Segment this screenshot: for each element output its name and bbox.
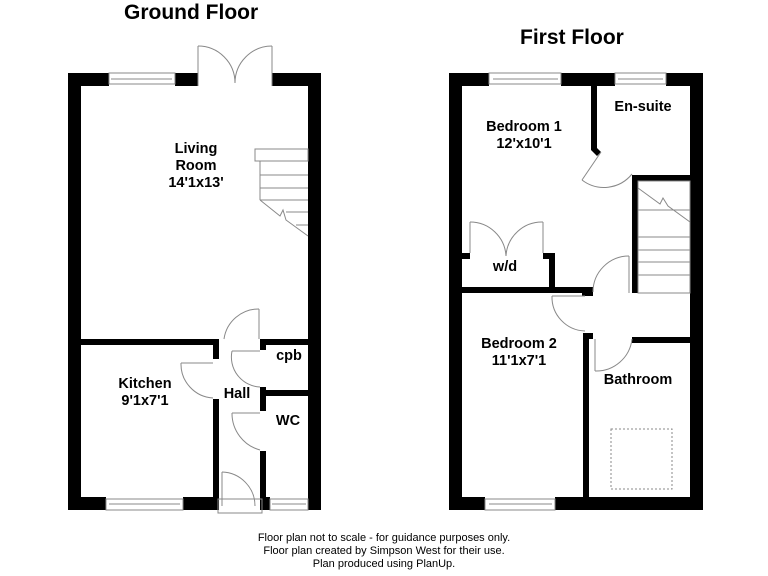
room-kitchen: Kitchen 9'1x7'1 <box>118 376 171 410</box>
room-name: cpb <box>276 348 302 364</box>
room-cpb: cpb <box>276 348 302 365</box>
room-size: 14'1x13' <box>168 175 224 191</box>
room-wc: WC <box>276 413 300 430</box>
room-wardrobe: w/d <box>493 259 517 276</box>
disclaimer-line-1: Floor plan not to scale - for guidance p… <box>257 532 511 544</box>
room-name: Bathroom <box>603 372 673 388</box>
room-bedroom-2: Bedroom 2 11'1x7'1 <box>481 336 557 370</box>
first-floor-walls <box>449 73 703 510</box>
room-en-suite: En-suite <box>614 99 671 116</box>
room-living-room: Living Room 14'1x13' <box>168 141 223 192</box>
room-size: 11'1x7'1 <box>491 353 547 369</box>
first-floor-title: First Floor <box>520 26 624 49</box>
ground-floor-fixtures <box>105 45 309 514</box>
room-name: Bedroom 1 <box>486 119 562 135</box>
room-size: 9'1x7'1 <box>121 393 169 409</box>
room-name: Living <box>174 141 218 157</box>
room-name: Hall <box>223 386 251 402</box>
room-bedroom-1: Bedroom 1 12'x10'1 <box>486 119 562 153</box>
room-size: 12'x10'1 <box>496 136 552 152</box>
ground-floor-title: Ground Floor <box>124 1 259 24</box>
disclaimer-line-3: Plan produced using PlanUp. <box>312 558 456 570</box>
first-floor-fixtures <box>469 72 691 511</box>
room-name: w/d <box>492 259 518 275</box>
room-name: Kitchen <box>118 376 172 392</box>
disclaimer: Floor plan not to scale - for guidance p… <box>0 532 768 571</box>
ground-floor-walls <box>68 73 321 510</box>
disclaimer-line-2: Floor plan created by Simpson West for t… <box>263 545 505 557</box>
room-name: En-suite <box>614 99 672 115</box>
room-hall: Hall <box>224 386 251 403</box>
room-name: Bedroom 2 <box>481 336 557 352</box>
room-bathroom: Bathroom <box>604 372 672 389</box>
room-name: WC <box>275 413 301 429</box>
room-name-line2: Room <box>175 158 217 174</box>
